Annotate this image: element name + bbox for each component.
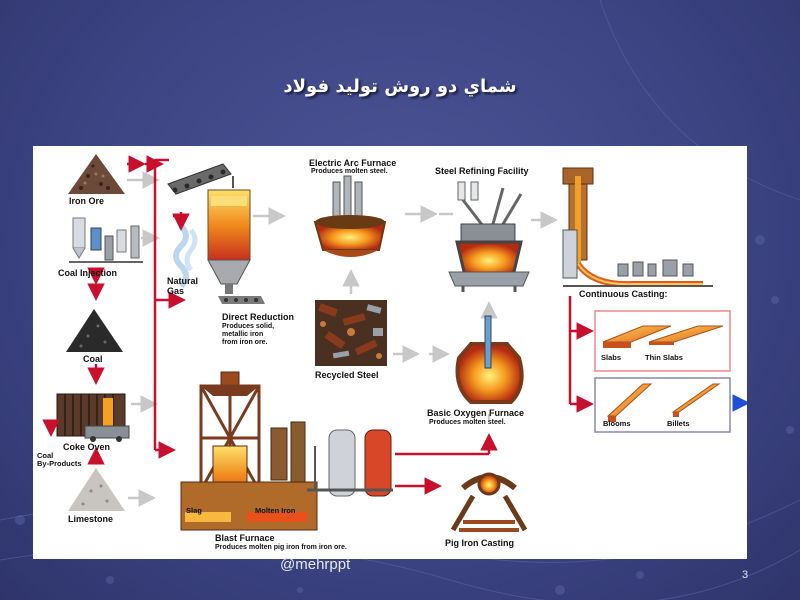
label-direct-reduction-sub: Produces solid, metallic iron from iron … [222,323,275,346]
label-slabs: Slabs [601,353,622,362]
coal-pile [66,309,123,352]
label-direct-reduction: Direct Reduction [222,312,295,322]
label-blast-furnace-sub: Produces molten pig iron from iron ore. [215,544,347,551]
label-electric-arc-furnace-sub: Produces molten steel. [311,168,388,175]
label-slag: Slag [186,506,202,515]
label-coal: Coal [83,354,103,364]
blast-furnace-structure [180,371,393,531]
label-natural-gas: Natural Gas [167,276,199,296]
slide-title: شماي دو روش توليد فولاد [283,76,517,97]
label-billets: Billets [667,419,690,428]
watermark: @mehrppt [280,556,351,573]
label-steel-refining-facility: Steel Refining Facility [435,166,529,176]
label-thin-slabs: Thin Slabs [645,353,683,362]
label-blast-furnace: Blast Furnace [215,533,275,543]
label-coal-byproducts: Coal By-Products [37,451,82,468]
main-feed-line [153,158,186,459]
label-iron-ore: Iron Ore [69,196,105,206]
label-electric-arc-furnace: Electric Arc Furnace [309,158,397,168]
iron-ore-pile [68,154,125,194]
label-pig-iron-casting: Pig Iron Casting [445,538,515,548]
raw-material-flow-arrows [42,267,105,465]
direct-reduction-furnace [207,176,286,304]
blooms-billets-product-box [594,377,747,433]
steelmaking-diagram: Iron Ore Coal Injection Natural Gas Coal… [33,146,747,559]
pig-iron-casting-machine [450,472,528,532]
label-basic-oxygen-furnace: Basic Oxygen Furnace [427,408,525,418]
blast-furnace-output-lines [395,433,498,495]
coal-injection-equipment [69,217,143,263]
natural-gas-feed [172,212,198,289]
diagram-artwork [42,154,747,532]
recycled-steel-scrap [315,269,420,366]
continuous-casting-machine [562,167,713,288]
casting-output-line [568,296,594,413]
label-coke-oven: Coke Oven [63,442,111,452]
label-blooms: Blooms [603,419,631,428]
feed-arrows [127,155,164,507]
steel-refining-vessel [439,181,558,344]
label-molten-iron: Molten Iron [255,506,296,515]
label-continuous-casting: Continuous Casting: [579,289,668,299]
coke-oven [56,393,130,442]
slabs-product-box [594,310,731,372]
label-recycled-steel: Recycled Steel [315,370,379,380]
label-limestone: Limestone [68,514,114,524]
label-coal-injection: Coal Injection [58,268,118,278]
basic-oxygen-furnace-vessel [455,315,524,420]
page-number: 3 [742,569,749,581]
limestone-pile [68,468,125,511]
electric-arc-furnace-vessel [313,175,438,257]
conveyor-belt [167,163,232,195]
label-basic-oxygen-furnace-sub: Produces molten steel. [429,419,506,426]
